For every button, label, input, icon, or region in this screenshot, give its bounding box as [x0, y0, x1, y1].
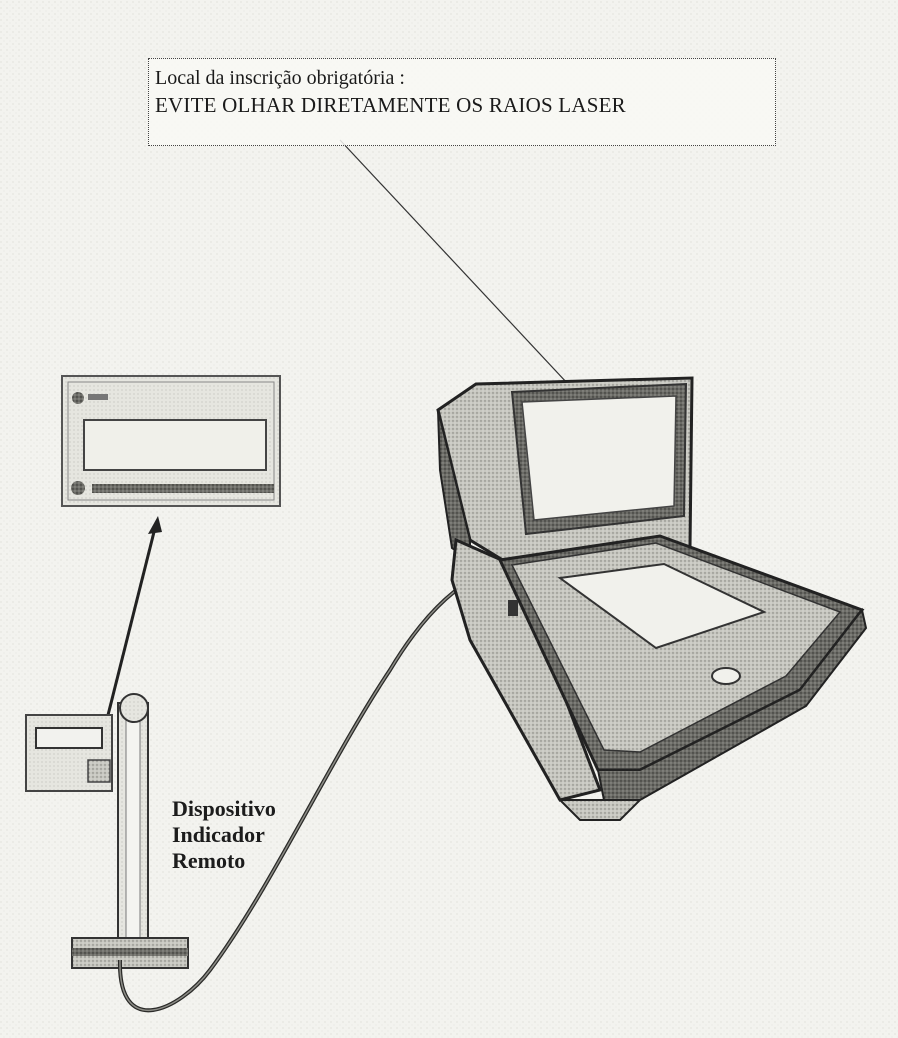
bioptic-scanner — [436, 376, 868, 821]
warning-label-box: Local da inscrição obrigatória : EVITE O… — [148, 58, 776, 146]
remote-device-label-line2: Indicador — [172, 822, 265, 847]
warning-label-line2: EVITE OLHAR DIRETAMENTE OS RAIOS LASER — [155, 93, 626, 117]
remote-device-label-line3: Remoto — [172, 848, 246, 873]
panel-logo-icon — [72, 392, 84, 404]
panel-callout-arrow — [101, 516, 162, 736]
horizontal-scan-window — [557, 562, 767, 650]
panel-power-icon — [71, 481, 85, 495]
warning-label-line1: Local da inscrição obrigatória : — [155, 67, 405, 89]
warning-leader-line — [339, 139, 569, 385]
remote-indicator-pole — [25, 693, 189, 969]
panel-display-window — [83, 419, 267, 471]
vertical-scan-window — [521, 395, 677, 521]
remote-device-label: Dispositivo Indicador Remoto — [172, 796, 276, 874]
remote-device-label-line1: Dispositivo — [172, 796, 276, 821]
remote-display-panel — [61, 375, 281, 507]
